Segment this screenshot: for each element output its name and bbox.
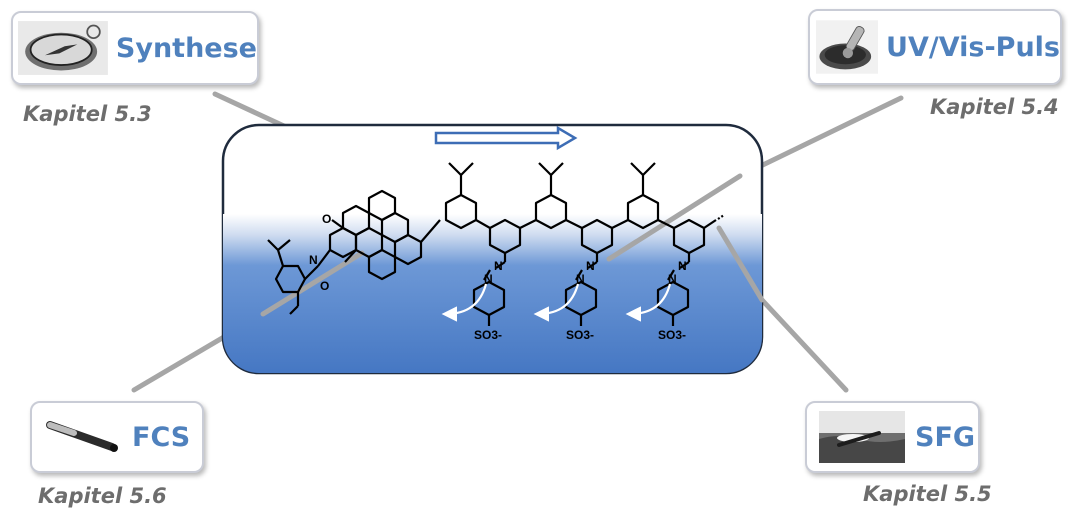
connector-uvvis — [737, 95, 904, 179]
sfg-label: SFG — [915, 421, 976, 453]
synthese-chapter: Kapitel 5.3 — [23, 102, 152, 126]
fcs-node: FCS — [30, 401, 204, 473]
synthese-node: Synthese — [11, 11, 259, 85]
water-surface-icon — [819, 411, 905, 463]
connector-sfg — [759, 297, 849, 393]
atom-labels: O N O N N N N N N SO3- SO3- SO3- — [309, 212, 687, 342]
sfg-node: SFG — [805, 401, 980, 473]
fcs-chapter: Kapitel 5.6 — [38, 484, 167, 508]
fcs-label: FCS — [132, 421, 191, 453]
synthese-label: Synthese — [115, 32, 257, 64]
atom-n3: N — [586, 259, 595, 273]
atom-so3-1: SO3- — [474, 328, 502, 342]
uvvis-node: UV/Vis-Puls — [808, 9, 1062, 85]
atom-so3-3: SO3- — [658, 328, 686, 342]
atom-n2: N — [484, 272, 493, 286]
uvvis-chapter: Kapitel 5.4 — [930, 95, 1059, 119]
atom-n5: N — [678, 259, 687, 273]
atom-n1: N — [494, 259, 503, 273]
molecule-structure — [267, 162, 725, 326]
atom-o-top: O — [322, 212, 331, 226]
direction-arrow — [434, 125, 578, 151]
atom-so3-2: SO3- — [566, 328, 594, 342]
compass-icon — [18, 21, 108, 75]
atom-n6: N — [668, 272, 677, 286]
water-phase — [223, 214, 762, 373]
atom-n4: N — [576, 272, 585, 286]
connector-lines-front — [260, 173, 765, 317]
microscope-objective-icon — [46, 421, 118, 452]
isomerization-arrows — [441, 283, 672, 322]
uvvis-label: UV/Vis-Puls — [886, 31, 1060, 63]
toggle-switch-icon — [816, 20, 879, 74]
atom-n-imide: N — [309, 253, 318, 267]
atom-o-bottom: O — [320, 279, 329, 293]
sfg-chapter: Kapitel 5.5 — [863, 482, 992, 506]
